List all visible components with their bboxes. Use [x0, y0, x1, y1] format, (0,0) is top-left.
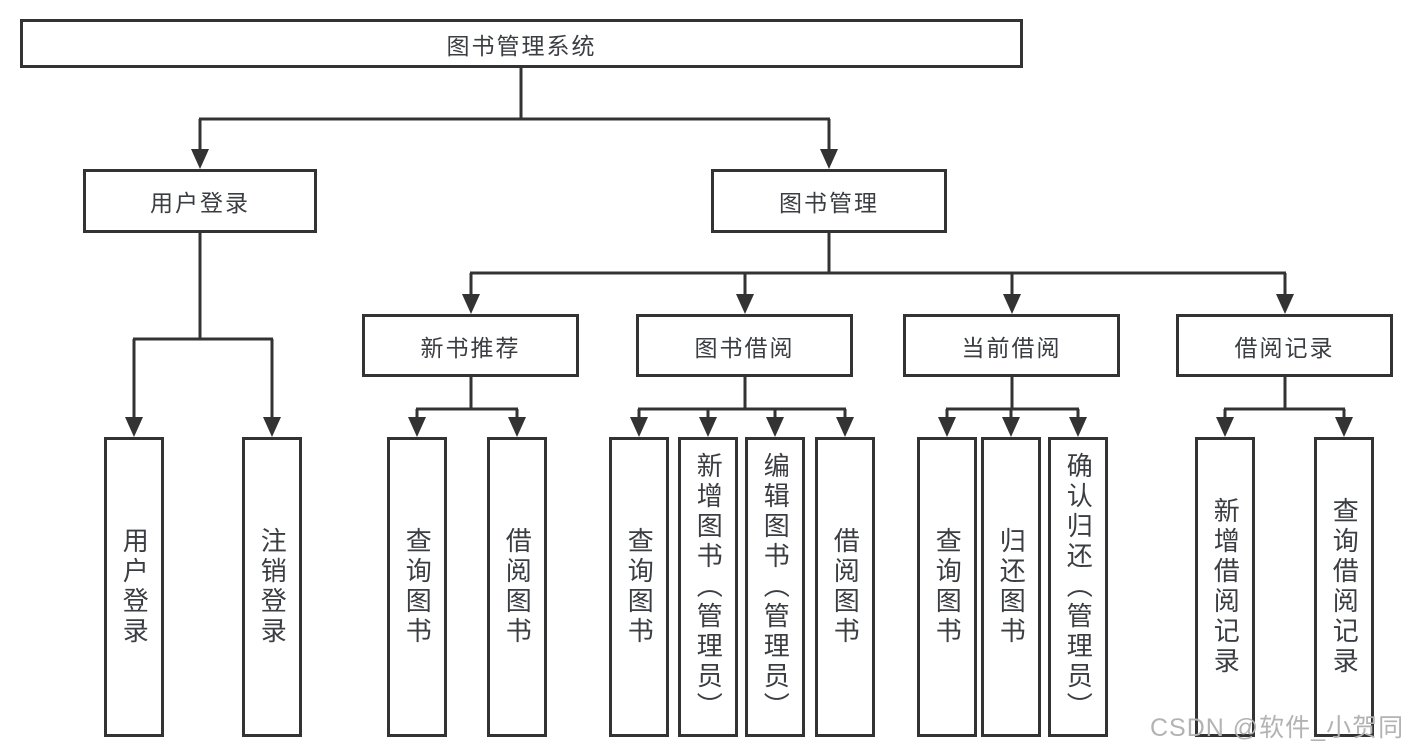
leaf-return-books: 归还图书 — [981, 437, 1041, 737]
leaf-confirm-return-admin: 确认归还（管理员） — [1048, 437, 1108, 737]
leaf-add-borrow-record-label: 新增借阅记录 — [1210, 497, 1241, 677]
leaf-query-borrow-record-label: 查询借阅记录 — [1329, 497, 1360, 677]
node-borrow-records: 借阅记录 — [1176, 314, 1393, 377]
leaf-logout: 注销登录 — [242, 437, 302, 737]
leaf-add-books-admin: 新增图书（管理员） — [678, 437, 738, 737]
node-user-login: 用户登录 — [83, 169, 317, 233]
leaf-borrow-books-recommend: 借阅图书 — [487, 437, 547, 737]
leaf-query-books-current-label: 查询图书 — [932, 527, 963, 647]
leaf-add-borrow-record: 新增借阅记录 — [1195, 437, 1255, 737]
node-current-borrow: 当前借阅 — [903, 314, 1120, 377]
leaf-logout-label: 注销登录 — [257, 527, 288, 647]
node-library-management-system: 图书管理系统 — [20, 19, 1023, 68]
leaf-borrow-books-label: 借阅图书 — [830, 527, 861, 647]
leaf-query-books-recommend: 查询图书 — [387, 437, 447, 737]
node-library-management-system-label: 图书管理系统 — [446, 32, 597, 59]
leaf-confirm-return-admin-label: 确认归还（管理员） — [1063, 452, 1094, 722]
leaf-query-borrow-record: 查询借阅记录 — [1314, 437, 1374, 737]
leaf-borrow-books-recommend-label: 借阅图书 — [502, 527, 533, 647]
node-new-book-recommend-label: 新书推荐 — [420, 334, 521, 361]
csdn-watermark: CSDN @软件_小贺同学 — [1150, 714, 1405, 742]
leaf-return-books-label: 归还图书 — [996, 527, 1027, 647]
leaf-edit-books-admin: 编辑图书（管理员） — [745, 437, 805, 737]
leaf-edit-books-admin-label: 编辑图书（管理员） — [760, 452, 791, 722]
leaf-user-login: 用户登录 — [104, 437, 164, 737]
leaf-query-books-borrow: 查询图书 — [609, 437, 669, 737]
leaf-user-login-label: 用户登录 — [119, 527, 150, 647]
node-book-management-label: 图书管理 — [779, 190, 879, 216]
leaf-query-books-recommend-label: 查询图书 — [402, 527, 433, 647]
leaf-query-books-current: 查询图书 — [917, 437, 977, 737]
node-current-borrow-label: 当前借阅 — [961, 334, 1062, 361]
leaf-query-books-borrow-label: 查询图书 — [624, 527, 655, 647]
leaf-add-books-admin-label: 新增图书（管理员） — [693, 452, 724, 722]
node-book-borrow-label: 图书借阅 — [694, 334, 795, 361]
node-book-management: 图书管理 — [711, 169, 947, 233]
node-user-login-label: 用户登录 — [150, 190, 250, 216]
node-new-book-recommend: 新书推荐 — [362, 314, 579, 377]
leaf-borrow-books: 借阅图书 — [815, 437, 875, 737]
node-borrow-records-label: 借阅记录 — [1234, 334, 1335, 361]
node-book-borrow: 图书借阅 — [636, 314, 853, 377]
